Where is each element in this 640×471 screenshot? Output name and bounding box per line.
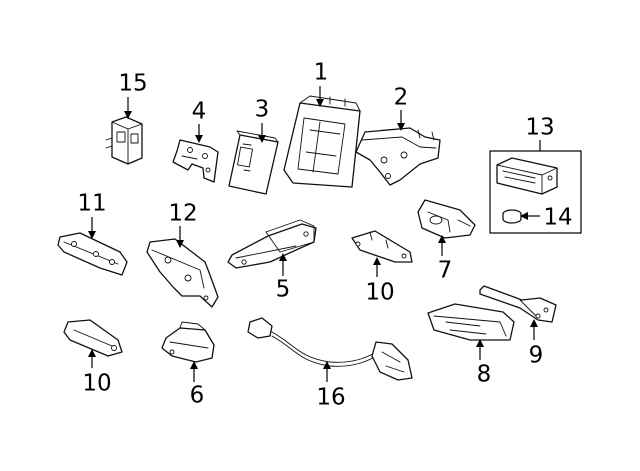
callout-10-lower: 10 [82,371,111,397]
callout-14: 14 [543,205,572,231]
callout-13: 13 [525,115,554,141]
leader-14 [520,212,540,220]
leader-8 [476,339,484,360]
leader-15 [124,97,132,119]
leader-7 [438,235,446,256]
callout-6: 6 [190,383,205,409]
callout-8: 8 [477,362,492,388]
part-13-key-fob[interactable] [496,157,558,195]
leader-2 [397,110,405,131]
part-15-module[interactable] [105,116,143,165]
callout-4: 4 [192,99,207,125]
part-3-control-unit[interactable] [228,130,279,195]
part-4-bracket[interactable] [172,139,219,183]
callout-3: 3 [255,97,270,123]
part-16-harness[interactable] [247,317,413,381]
callout-15: 15 [118,71,147,97]
leader-1 [316,86,324,107]
part-10-sensor-upper[interactable] [351,230,413,263]
callout-16: 16 [316,385,345,411]
part-10-sensor-lower[interactable] [63,319,123,357]
leader-11 [88,217,96,239]
part-6-actuator[interactable] [161,321,215,363]
callout-12: 12 [168,201,197,227]
part-8-panel[interactable] [427,303,515,341]
part-5-sensor-bracket[interactable] [227,219,317,269]
callout-2: 2 [394,85,409,111]
part-11-sensor[interactable] [57,232,128,276]
part-12-bracket[interactable] [146,238,219,308]
part-7-module[interactable] [417,199,476,239]
callout-1: 1 [314,60,329,86]
callout-9: 9 [529,343,544,369]
callout-7: 7 [438,258,453,284]
leader-10-upper [373,257,381,277]
leader-5 [279,253,287,276]
leader-4 [195,124,203,143]
leader-10-lower [88,349,96,368]
leader-6 [190,361,198,382]
callout-11: 11 [77,191,106,217]
callout-10-upper: 10 [365,280,394,306]
leader-9 [530,319,538,340]
part-1-main-unit[interactable] [283,95,361,188]
leader-12 [176,226,184,248]
part-2-bracket[interactable] [355,127,441,186]
part-14-battery[interactable] [502,209,522,224]
leader-3 [258,123,266,143]
leader-16 [323,361,331,382]
callout-5: 5 [276,277,291,303]
part-9-bracket[interactable] [479,285,557,323]
group-13-box [489,150,582,234]
